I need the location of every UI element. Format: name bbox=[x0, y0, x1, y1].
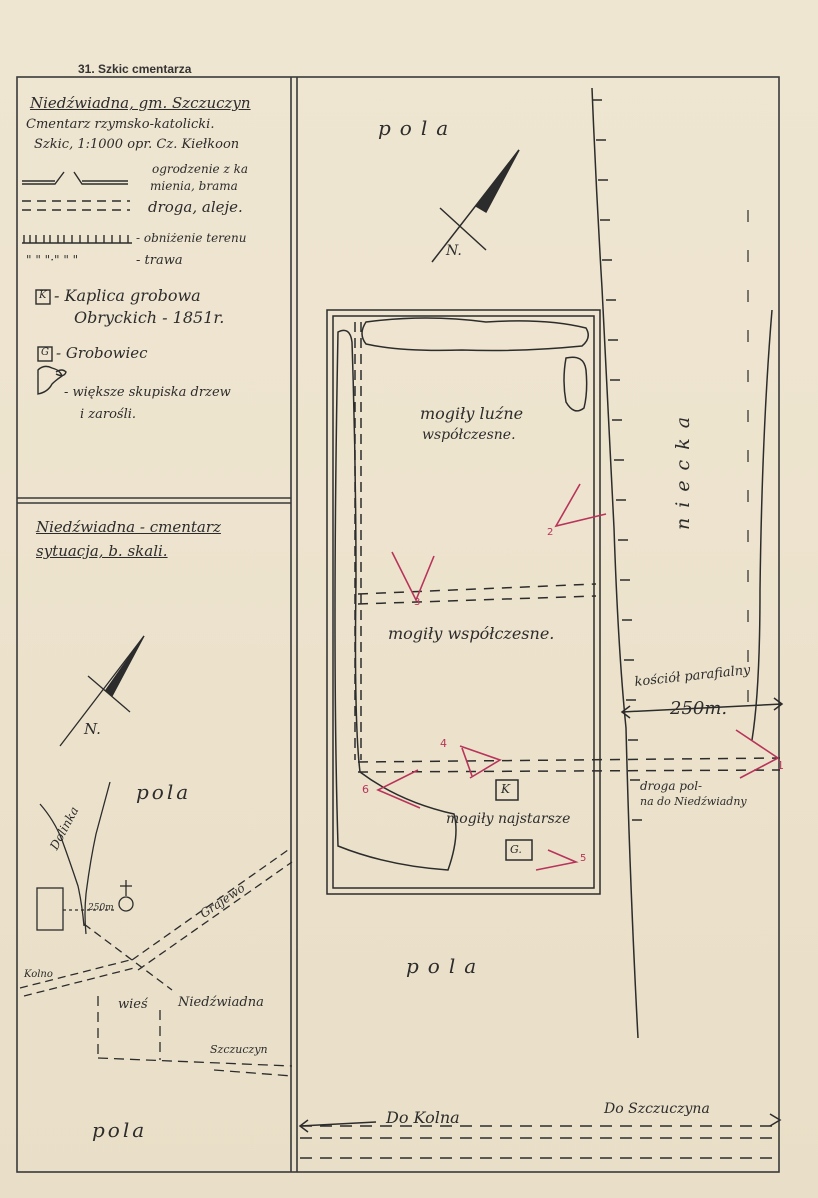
situation-title-2: sytuacja, b. skali. bbox=[36, 542, 168, 560]
zone-1-line-2: współczesne. bbox=[422, 427, 516, 443]
situation-road-kolno: Kolno bbox=[24, 969, 53, 980]
situation-distance: 250m bbox=[88, 903, 114, 913]
church-distance: 250m. bbox=[670, 698, 728, 719]
plan-pola-bottom: pola bbox=[406, 954, 486, 978]
situation-village-2: Niedźwiadna bbox=[178, 995, 264, 1010]
photo-point-5: 5 bbox=[580, 853, 587, 864]
legend-line-3: Szkic, 1:1000 opr. Cz. Kiełkoon bbox=[34, 137, 240, 152]
outer-frame bbox=[16, 76, 780, 1173]
to-szczuczyn-label: Do Szczuczyna bbox=[604, 1101, 710, 1117]
tree-cluster-right bbox=[563, 356, 588, 412]
legend-fence-label-2: mienia, brama bbox=[150, 179, 238, 193]
tomb-marker bbox=[505, 839, 533, 861]
legend-chapel-symbol: K bbox=[39, 290, 47, 301]
photo-point-4: 4 bbox=[440, 737, 447, 750]
niecka-label: niecka bbox=[672, 406, 694, 530]
legend-fence-label-1: ogrodzenie z ka bbox=[152, 162, 249, 176]
page-header: 31. Szkic cmentarza bbox=[78, 62, 192, 76]
photo-point-2: 2 bbox=[547, 527, 554, 538]
situation-sketch bbox=[19, 635, 293, 1077]
legend-grass-symbol: " " "·" " " bbox=[26, 253, 79, 267]
legend-road-label: droga, aleje. bbox=[148, 198, 243, 216]
legend-depression-label: - obniżenie terenu bbox=[136, 231, 247, 245]
legend-chapel-label-1: - Kaplica grobowa bbox=[54, 286, 201, 305]
legend-trees-label-1: - większe skupiska drzew bbox=[64, 385, 231, 400]
cemetery-plan bbox=[298, 87, 784, 1159]
legend-title: Niedźwiadna, gm. Szczuczyn bbox=[30, 94, 251, 112]
tree-cluster-top bbox=[361, 317, 589, 352]
plan-north: N. bbox=[446, 243, 462, 259]
to-kolno-label: Do Kolna bbox=[386, 1108, 460, 1127]
chapel-marker bbox=[495, 779, 519, 801]
legend-tomb-symbol: G bbox=[41, 347, 49, 358]
legend-trees-label-2: i zarośli. bbox=[80, 407, 137, 422]
zone-3-label: mogiły najstarsze bbox=[446, 811, 571, 827]
photo-point-1: 1 bbox=[777, 759, 784, 772]
road-label-1: droga pol- bbox=[640, 779, 703, 793]
zone-1-line-1: mogiły luźne bbox=[420, 404, 524, 423]
legend-grass-label: - trawa bbox=[136, 253, 183, 268]
legend-tomb-label: - Grobowiec bbox=[56, 344, 148, 362]
situation-village-1: wieś bbox=[118, 997, 148, 1012]
photo-point-6: 6 bbox=[362, 783, 369, 796]
legend-line-2: Cmentarz rzymsko-katolicki. bbox=[26, 117, 215, 132]
situation-pola-top: pola bbox=[136, 780, 192, 804]
situation-title-1: Niedźwiadna - cmentarz bbox=[36, 518, 221, 536]
photo-point-3: 3 bbox=[414, 597, 421, 608]
cemetery-fence bbox=[326, 309, 601, 895]
plan-tomb-label: G. bbox=[510, 843, 522, 856]
situation-pola-bottom: pola bbox=[92, 1118, 148, 1142]
plan-chapel-label: K bbox=[501, 782, 510, 796]
situation-north: N. bbox=[84, 720, 101, 738]
niecka-edge bbox=[591, 87, 639, 1039]
photo-points bbox=[376, 483, 780, 871]
road-label-2: na do Niedźwiadny bbox=[640, 795, 747, 808]
plan-pola-top: pola bbox=[378, 116, 458, 140]
situation-road-szczuczyn: Szczuczyn bbox=[210, 1043, 268, 1056]
zone-2-label: mogiły współczesne. bbox=[388, 624, 555, 643]
legend-chapel-label-2: Obryckich - 1851r. bbox=[74, 308, 225, 327]
legend-symbols bbox=[22, 171, 132, 395]
